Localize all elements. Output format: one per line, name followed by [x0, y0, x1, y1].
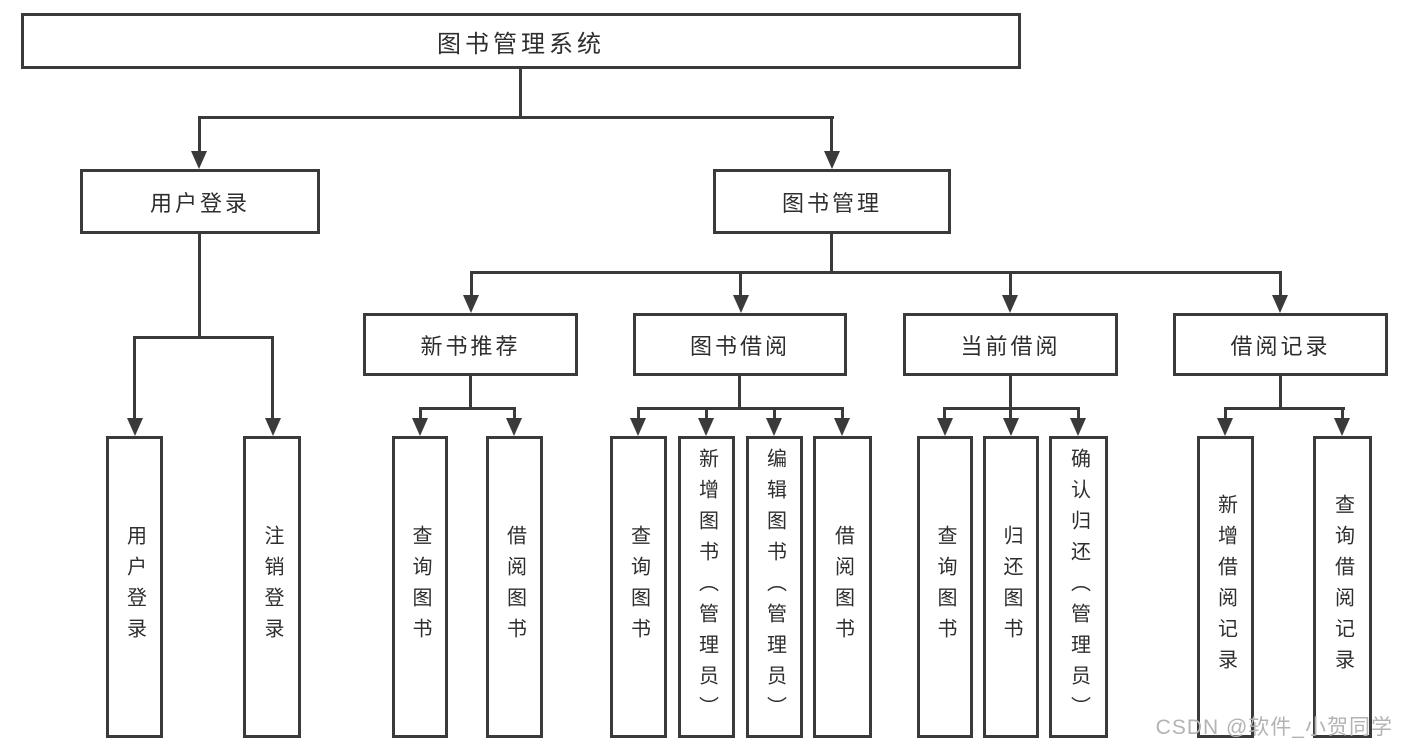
node-label: 查询图书	[409, 525, 431, 649]
connector-mid-stem	[1009, 271, 1012, 297]
connector-leaf-stem	[133, 336, 136, 420]
arrow-down-icon	[766, 418, 782, 436]
arrow-down-icon	[1003, 418, 1019, 436]
node-label: 当前借阅	[960, 333, 1061, 359]
connector-leaf-stem	[1224, 407, 1227, 420]
node-label: 注销登录	[261, 525, 283, 649]
leaf-query-borrow-record: 查询借阅记录	[1313, 436, 1372, 738]
connector-mid-stem	[1279, 271, 1282, 297]
connector-leaf-stem	[1077, 407, 1080, 420]
node-label: 借阅记录	[1230, 333, 1331, 359]
leaf-logout: 注销登录	[243, 436, 301, 738]
connector-book-stem	[830, 116, 833, 153]
arrow-down-icon	[698, 418, 714, 436]
leaf-return-books: 归还图书	[983, 436, 1039, 738]
connector-book-branch-rail	[470, 271, 1282, 274]
connector-stem	[1279, 375, 1282, 409]
connector-leaf-stem	[271, 336, 274, 420]
leaf-user-login: 用户登录	[106, 436, 163, 738]
node-label: 查询图书	[934, 525, 956, 649]
node-label: 图书管理	[781, 190, 882, 216]
connector-leaf-stem	[773, 407, 776, 420]
arrow-down-icon	[1070, 418, 1086, 436]
node-label: 新书推荐	[420, 333, 521, 359]
connector-leaf-stem	[841, 407, 844, 420]
connector-user-branch-stem	[198, 233, 201, 338]
connector-leaf-stem	[419, 407, 422, 420]
arrow-down-icon	[824, 151, 840, 169]
node-label: 新增图书（管理员）	[695, 447, 718, 727]
connector-leaf-stem	[637, 407, 640, 420]
arrow-down-icon	[265, 418, 281, 436]
connector-mid-stem	[739, 271, 742, 297]
connector-root-rail	[198, 116, 834, 119]
arrow-down-icon	[937, 418, 953, 436]
connector-stem	[738, 375, 741, 409]
node-label: 编辑图书（管理员）	[763, 447, 786, 727]
node-label: 用户登录	[123, 525, 146, 649]
node-label: 新增借阅记录	[1214, 494, 1237, 680]
connector-leaf-stem	[1009, 407, 1012, 420]
node-root-system: 图书管理系统	[21, 13, 1021, 69]
arrow-down-icon	[463, 295, 479, 313]
arrow-down-icon	[1002, 295, 1018, 313]
node-label: 确认归还（管理员）	[1067, 447, 1090, 727]
arrow-down-icon	[412, 418, 428, 436]
arrow-down-icon	[1217, 418, 1233, 436]
node-user-login-branch: 用户登录	[80, 169, 320, 234]
connector-rail	[637, 407, 844, 410]
connector-stem	[1009, 375, 1012, 409]
leaf-query-books: 查询图书	[917, 436, 973, 738]
connector-book-branch-stem	[830, 233, 833, 274]
connector-user-stem	[198, 116, 201, 153]
connector-stem	[469, 375, 472, 409]
node-borrowing-records: 借阅记录	[1173, 313, 1388, 376]
node-new-book-recommend: 新书推荐	[363, 313, 578, 376]
node-book-borrowing: 图书借阅	[633, 313, 847, 376]
leaf-edit-books-admin: 编辑图书（管理员）	[746, 436, 803, 738]
node-label: 借阅图书	[831, 525, 854, 649]
leaf-query-books: 查询图书	[392, 436, 448, 738]
node-label: 查询图书	[627, 525, 650, 649]
leaf-add-books-admin: 新增图书（管理员）	[678, 436, 735, 738]
connector-user-branch-rail	[133, 336, 274, 339]
connector-leaf-stem	[943, 407, 946, 420]
node-label: 图书借阅	[689, 333, 790, 359]
arrow-down-icon	[506, 418, 522, 436]
node-book-management-branch: 图书管理	[713, 169, 951, 234]
node-current-borrowing: 当前借阅	[903, 313, 1118, 376]
leaf-confirm-return-admin: 确认归还（管理员）	[1049, 436, 1108, 738]
connector-leaf-stem	[513, 407, 516, 420]
node-label: 图书管理系统	[437, 30, 605, 58]
node-label: 查询借阅记录	[1331, 494, 1354, 680]
node-label: 用户登录	[149, 190, 250, 216]
leaf-borrow-books: 借阅图书	[486, 436, 543, 738]
connector-rail	[1224, 407, 1345, 410]
connector-root-stem	[519, 68, 522, 117]
arrow-down-icon	[630, 418, 646, 436]
connector-rail	[419, 407, 516, 410]
csdn-watermark: CSDN @软件_小贺同学	[1155, 716, 1393, 739]
node-label: 借阅图书	[503, 525, 526, 649]
arrow-down-icon	[733, 295, 749, 313]
leaf-query-books: 查询图书	[610, 436, 667, 738]
arrow-down-icon	[834, 418, 850, 436]
node-label: 归还图书	[1000, 525, 1022, 649]
connector-mid-stem	[470, 271, 473, 297]
leaf-borrow-books: 借阅图书	[813, 436, 872, 738]
arrow-down-icon	[1334, 418, 1350, 436]
connector-leaf-stem	[1341, 407, 1344, 420]
arrow-down-icon	[127, 418, 143, 436]
arrow-down-icon	[191, 151, 207, 169]
arrow-down-icon	[1272, 295, 1288, 313]
connector-leaf-stem	[705, 407, 708, 420]
leaf-add-borrow-record: 新增借阅记录	[1197, 436, 1254, 738]
